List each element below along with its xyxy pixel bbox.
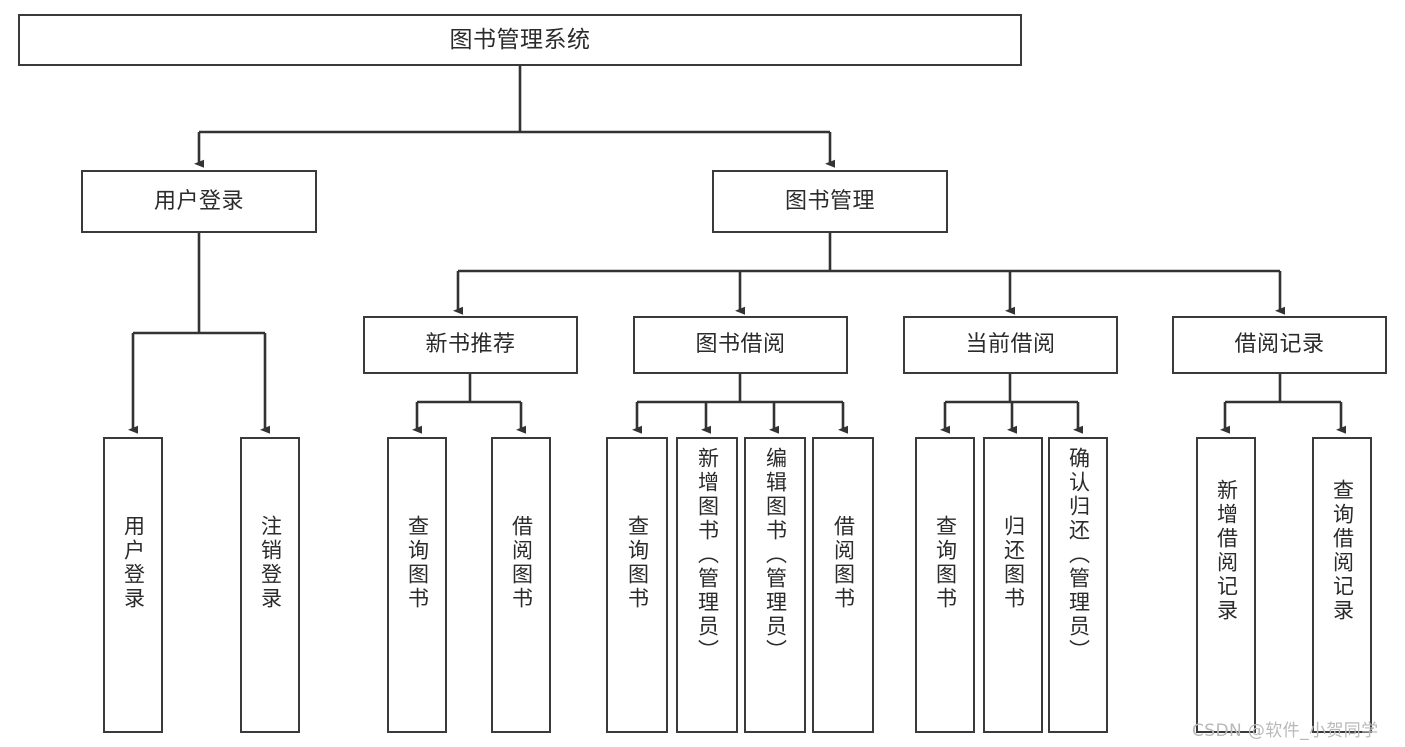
node-book-borrow[interactable]: 图书借阅 <box>633 316 848 374</box>
node-user-login[interactable]: 用户登录 <box>81 170 317 233</box>
node-label: 确认归还（管理员） <box>1066 447 1091 663</box>
leaf-current-query-book[interactable]: 查询图书 <box>915 437 975 733</box>
node-label: 图书管理系统 <box>449 26 591 53</box>
node-label: 归还图书 <box>1001 515 1026 611</box>
leaf-records-query-record[interactable]: 查询借阅记录 <box>1312 437 1372 733</box>
node-label: 借阅图书 <box>509 515 534 611</box>
node-label: 用户登录 <box>121 515 146 611</box>
node-label: 查询图书 <box>933 515 958 611</box>
node-label: 新增图书（管理员） <box>695 447 720 663</box>
node-label: 图书借阅 <box>695 332 786 358</box>
node-label: 注销登录 <box>258 515 283 611</box>
leaf-current-return-book[interactable]: 归还图书 <box>983 437 1043 733</box>
leaf-current-confirm-return-admin[interactable]: 确认归还（管理员） <box>1048 437 1108 733</box>
node-label: 查询借阅记录 <box>1330 479 1355 623</box>
node-label: 查询图书 <box>405 515 430 611</box>
node-label: 新书推荐 <box>425 332 516 358</box>
node-book-management[interactable]: 图书管理 <box>712 170 948 233</box>
leaf-new-book-query[interactable]: 查询图书 <box>387 437 447 733</box>
node-label: 编辑图书（管理员） <box>763 447 788 663</box>
node-label: 查询图书 <box>625 515 650 611</box>
node-root-system[interactable]: 图书管理系统 <box>18 14 1022 66</box>
node-new-book-recommend[interactable]: 新书推荐 <box>363 316 578 374</box>
leaf-records-add-record[interactable]: 新增借阅记录 <box>1196 437 1256 733</box>
node-borrow-records[interactable]: 借阅记录 <box>1172 316 1387 374</box>
node-label: 借阅图书 <box>831 515 856 611</box>
node-label: 用户登录 <box>153 188 244 214</box>
node-current-borrow[interactable]: 当前借阅 <box>903 316 1118 374</box>
leaf-user-login-login[interactable]: 用户登录 <box>103 437 163 733</box>
csdn-watermark: CSDN @软件_小贺同学 <box>1192 721 1379 741</box>
node-label: 新增借阅记录 <box>1214 479 1239 623</box>
leaf-borrow-query-book[interactable]: 查询图书 <box>606 437 668 733</box>
node-label: 当前借阅 <box>965 332 1056 358</box>
leaf-borrow-add-book-admin[interactable]: 新增图书（管理员） <box>676 437 738 733</box>
node-label: 图书管理 <box>784 188 875 214</box>
leaf-user-login-logout[interactable]: 注销登录 <box>240 437 300 733</box>
node-label: 借阅记录 <box>1234 332 1325 358</box>
leaf-new-book-borrow[interactable]: 借阅图书 <box>491 437 551 733</box>
leaf-borrow-edit-book-admin[interactable]: 编辑图书（管理员） <box>744 437 806 733</box>
leaf-borrow-borrow-book[interactable]: 借阅图书 <box>812 437 874 733</box>
